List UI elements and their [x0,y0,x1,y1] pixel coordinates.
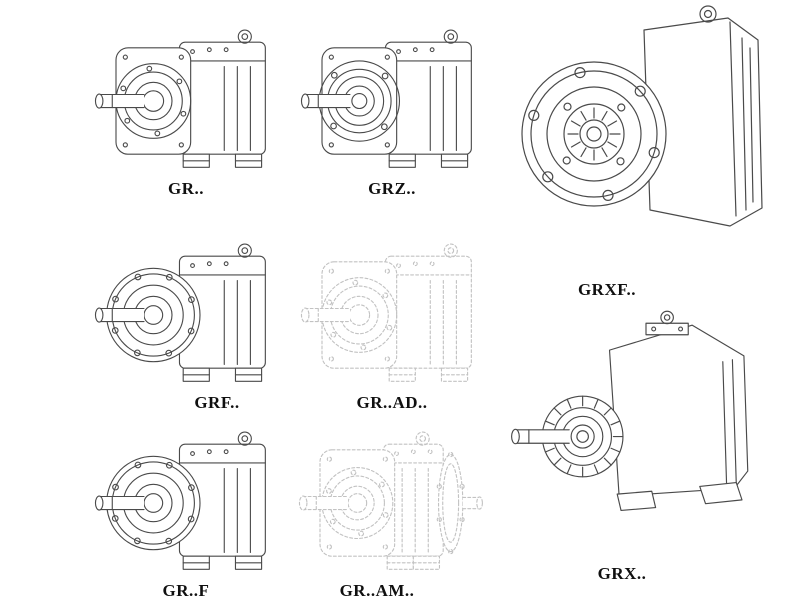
product-label-gr-am: GR..AM.. [339,581,415,600]
product-figure-grf: GRF.. [88,228,284,412]
gearbox-drawing-gr [94,29,266,168]
product-figure-grx: GRX.. [502,302,790,583]
gearbox-drawing-grz [300,29,472,168]
product-figure-gr-ad: GR..AD.. [294,228,490,412]
product-figure-grxf: GRXF.. [492,4,792,299]
gearbox-drawing-grx [511,310,749,512]
product-label-gr: GR.. [168,179,204,198]
product-label-grf: GRF.. [194,393,240,412]
gearbox-drawing-gr-ad [300,243,472,382]
product-label-grx: GRX.. [597,564,647,583]
product-label-grxf: GRXF.. [577,280,637,299]
product-figure-gr-f: GR..F [88,416,284,600]
product-figure-grz: GRZ.. [294,14,490,198]
product-label-grz: GRZ.. [368,179,416,198]
product-label-gr-f: GR..F [162,581,210,600]
gearbox-drawing-grxf [521,5,763,227]
gearbox-drawing-gr-am [298,431,483,570]
gearbox-drawing-grf [94,243,266,382]
product-label-gr-ad: GR..AD.. [356,393,428,412]
product-figure-gr: GR.. [88,14,284,198]
gearbox-drawing-gr-f [94,431,266,570]
product-figure-gr-am: GR..AM.. [292,416,488,600]
